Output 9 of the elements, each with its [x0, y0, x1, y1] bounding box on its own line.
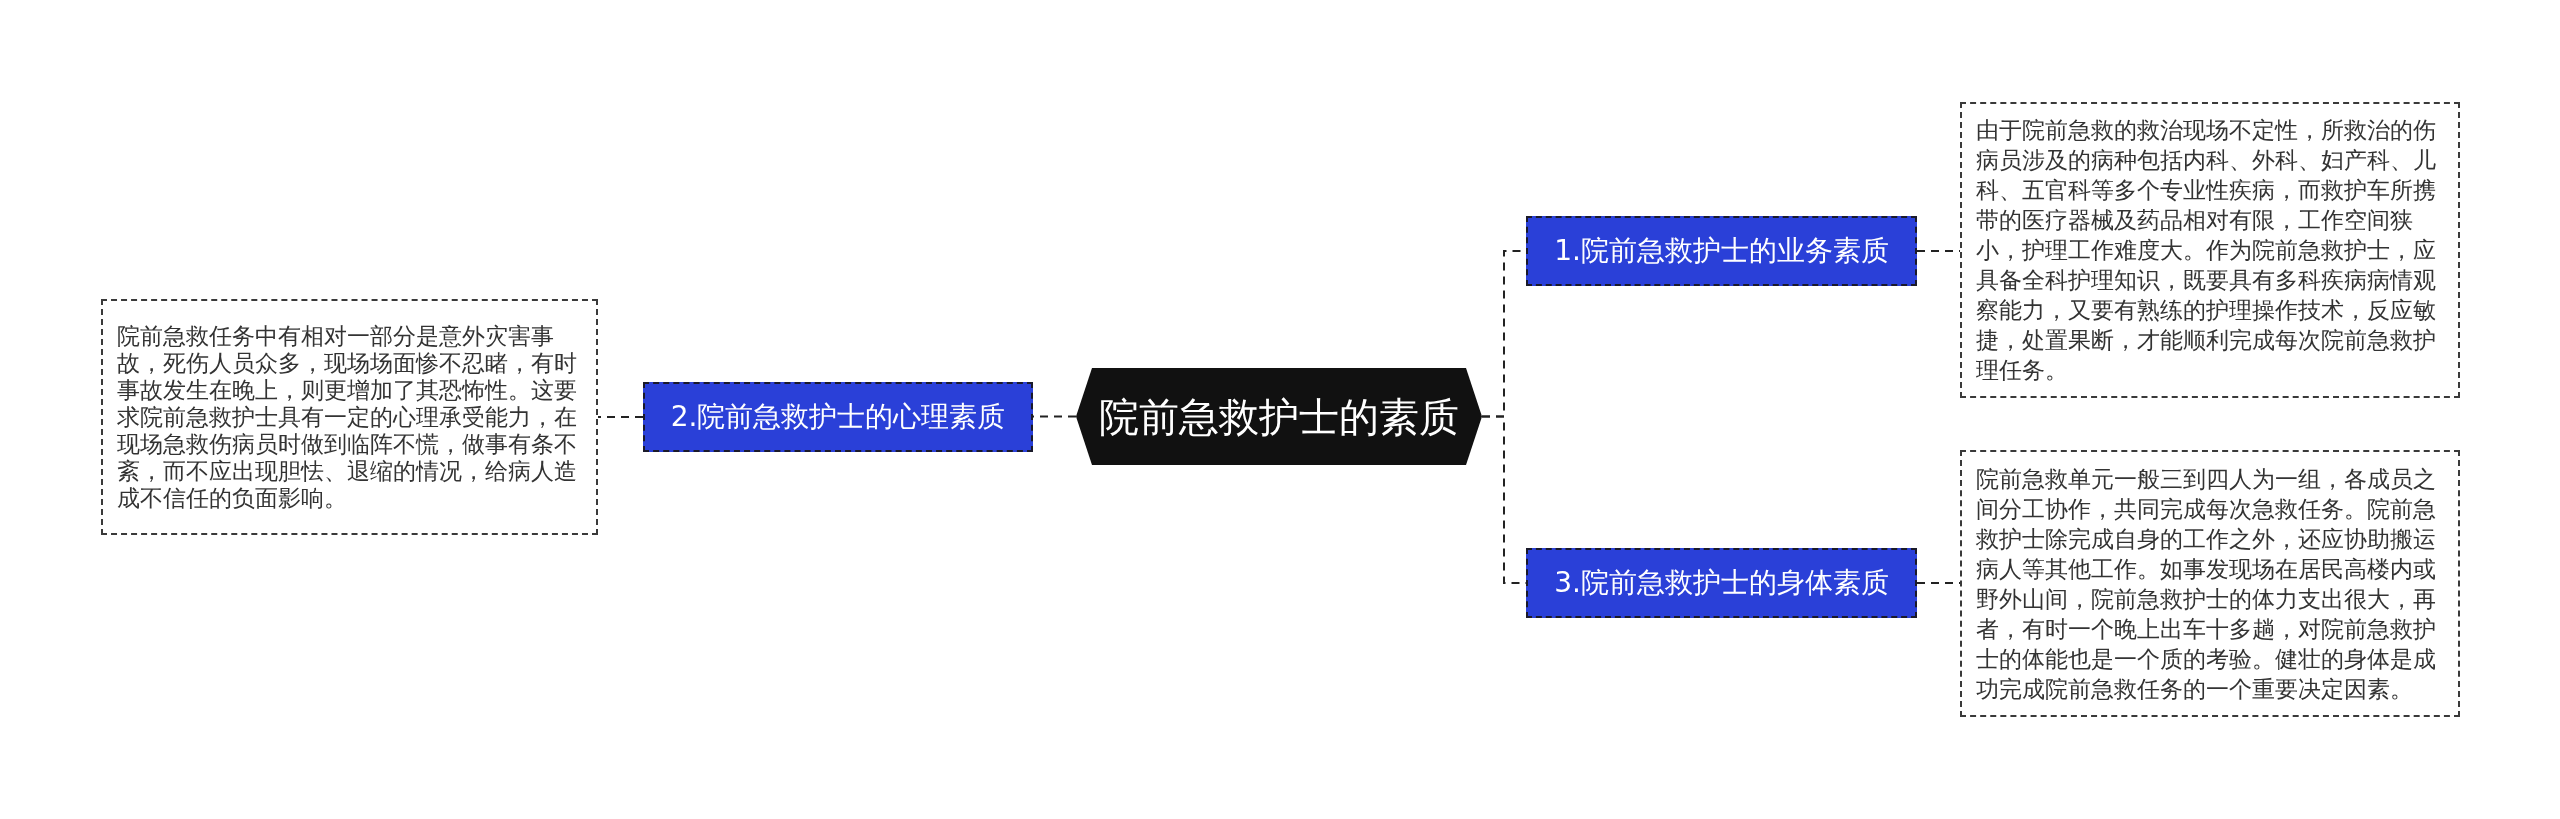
central-topic-hexagon — [1076, 368, 1482, 465]
note-box: 由于院前急救的救治现场不定性，所救治的伤病员涉及的病种包括内科、外科、妇产科、儿科、五官科等多个专业性疾病，而救护车所携带的医疗器械及药品相对有限，工作空间狭小，护理工作难度大。作为院前急救护士，应具备全科护理知识，既要具有多科疾病病情观察能力，又要有熟练的护理操作技术，反应敏捷，处置果断，才能顺利完成每次院前急救护理任务。 — [1960, 102, 2460, 398]
topic-box: 3.院前急救护士的身体素质 — [1526, 548, 1917, 618]
central-topic-title: 院前急救护士的素质 — [1099, 392, 1459, 441]
topic-box: 2.院前急救护士的心理素质 — [643, 382, 1033, 452]
note-box: 院前急救任务中有相对一部分是意外灾害事故，死伤人员众多，现场场面惨不忍睹，有时事故发生在晚上，则更增加了其恐怖性。这要求院前急救护士具有一定的心理承受能力，在现场急救伤病员时做到临阵不慌，做事有条不紊，而不应出现胆怯、退缩的情况，给病人造成不信任的负面影响。 — [101, 299, 598, 535]
note-box: 院前急救单元一般三到四人为一组，各成员之间分工协作，共同完成每次急救任务。院前急救护士除完成自身的工作之外，还应协助搬运病人等其他工作。如事发现场在居民高楼内或野外山间，院前急救护士的体力支出很大，再者，有时一个晚上出车十多趟，对院前急救护士的体能也是一个质的考验。健壮的身体是成功完成院前急救任务的一个重要决定因素。 — [1960, 450, 2460, 717]
topic-box: 1.院前急救护士的业务素质 — [1526, 216, 1917, 286]
connector-line — [597, 416, 644, 418]
